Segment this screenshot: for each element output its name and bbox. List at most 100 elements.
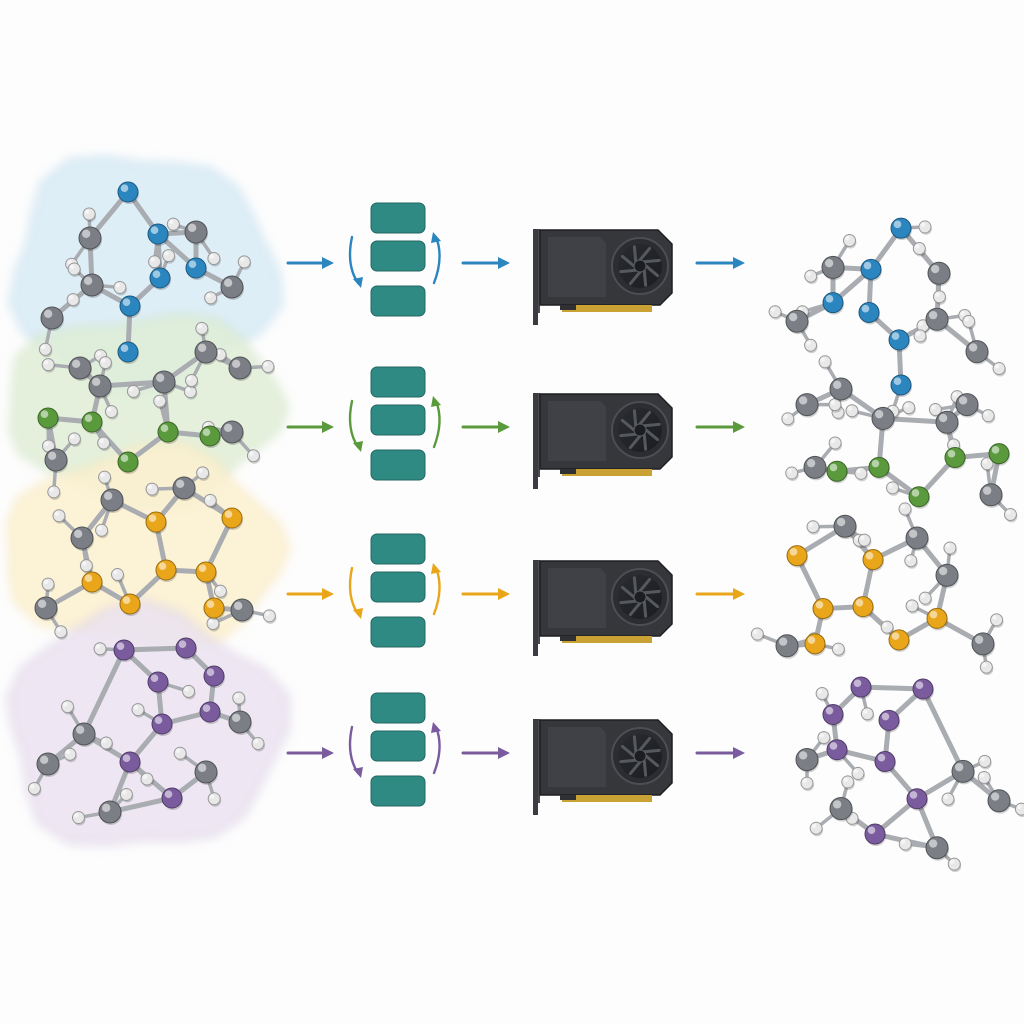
purple-atom (119, 751, 141, 774)
yellow-atom (852, 596, 874, 619)
hydrogen-atom (206, 617, 220, 632)
hydrogen-atom (905, 599, 920, 614)
hydrogen-atom (97, 436, 111, 451)
stack-layer (370, 692, 426, 724)
flow-arrow-head (498, 421, 510, 433)
hydrogen-atom (857, 533, 872, 549)
carbon-atom (34, 596, 58, 621)
hydrogen-atom (93, 642, 108, 657)
blue-atom (890, 374, 912, 397)
carbon-atom (829, 377, 853, 402)
carbon-atom (829, 797, 853, 822)
purple-atom (203, 665, 225, 688)
cycle-arrow-head (353, 767, 363, 778)
hydrogen-atom (828, 398, 842, 413)
blue-atom (822, 292, 844, 315)
cycle-arrow-head (353, 441, 363, 452)
carbon-atom (184, 220, 208, 245)
blue-atom (858, 301, 880, 325)
hydrogen-atom (52, 509, 66, 524)
hydrogen-atom (213, 584, 228, 600)
carbon-atom (152, 370, 176, 395)
carbon-atom (70, 526, 94, 551)
hydrogen-atom (785, 466, 799, 482)
stack-layer (370, 571, 426, 603)
hydrogen-atom (67, 432, 82, 447)
carbon-atom (795, 748, 819, 773)
carbon-atom (803, 455, 827, 481)
gpu-shroud-panel (548, 568, 606, 628)
purple-atom (874, 751, 896, 774)
carbon-atom (228, 356, 252, 381)
hydrogen-atom (980, 457, 995, 472)
hydrogen-atom (66, 293, 81, 308)
hydrogen-atom (851, 766, 865, 782)
gpu-pcie-connector (562, 469, 652, 476)
hydrogen-atom (804, 338, 818, 354)
gpu-fan-blade (632, 245, 638, 264)
hydrogen-atom (1003, 508, 1018, 523)
yellow-atom (81, 571, 103, 594)
stack-layer (370, 730, 426, 762)
gpu-fan-blade (638, 577, 652, 593)
carbon-atom (40, 306, 64, 331)
gpu-fan-blade (638, 736, 652, 752)
arrow-to-output (695, 421, 745, 433)
hydrogen-atom (126, 384, 141, 400)
green-atom (37, 407, 59, 430)
purple-atom (161, 787, 183, 810)
green-atom (117, 451, 139, 474)
hydrogen-atom (131, 703, 145, 718)
green-atom (944, 447, 966, 470)
hydrogen-atom (148, 255, 162, 270)
arrow-to-stack (286, 747, 334, 759)
gpu-pcie-connector (562, 795, 652, 802)
gpu-pcie-notch (560, 795, 576, 800)
hydrogen-atom (932, 290, 947, 305)
hydrogen-atom (195, 321, 209, 337)
hydrogen-atom (913, 329, 928, 344)
hydrogen-atom (845, 404, 859, 419)
green-atom (199, 425, 221, 448)
carbon-atom (172, 476, 196, 501)
hydrogen-atom (207, 252, 221, 267)
yellow-atom (155, 559, 177, 582)
gpu-fan-blade (619, 758, 638, 764)
blue-atom (119, 295, 141, 318)
hydrogen-atom (992, 362, 1007, 377)
carbon-atom (905, 526, 929, 551)
yellow-atom (804, 633, 826, 656)
gpu-fan-hub (633, 423, 647, 437)
carbon-atom (927, 261, 951, 287)
gpu-fan-blade (638, 410, 652, 426)
arrow-to-stack (286, 257, 334, 269)
yellow-atom (195, 561, 217, 584)
partitioned-molecule-icon (6, 156, 290, 846)
reassembled-molecule-icon (750, 217, 1024, 873)
hydrogen-atom (977, 770, 992, 786)
hydrogen-atom (854, 466, 868, 482)
hydrogen-atom (943, 541, 957, 556)
green-atom (826, 460, 848, 484)
cycle-arrow-down (348, 235, 360, 285)
cycle-arrow-up (432, 725, 441, 775)
hydrogen-atom (918, 591, 933, 607)
purple-atom (912, 678, 934, 701)
gpu-pcie-notch (560, 636, 576, 641)
gpu-shroud-panel (548, 237, 606, 297)
carbon-atom (795, 393, 819, 418)
cycle-arrow-head (431, 232, 441, 243)
blue-atom (185, 257, 207, 280)
purple-atom (906, 788, 928, 811)
arrow-to-stack (286, 421, 334, 433)
gpu-fan-blade (644, 428, 660, 442)
blue-atom (149, 267, 171, 290)
gpu-fan-blade (644, 264, 660, 278)
cycle-arrow-down (348, 566, 360, 616)
gpu-fan-hub (633, 749, 647, 763)
carbon-atom (44, 448, 68, 473)
gpu-card-icon (533, 719, 673, 815)
carbon-atom (775, 634, 799, 659)
hydrogen-atom (54, 625, 68, 640)
